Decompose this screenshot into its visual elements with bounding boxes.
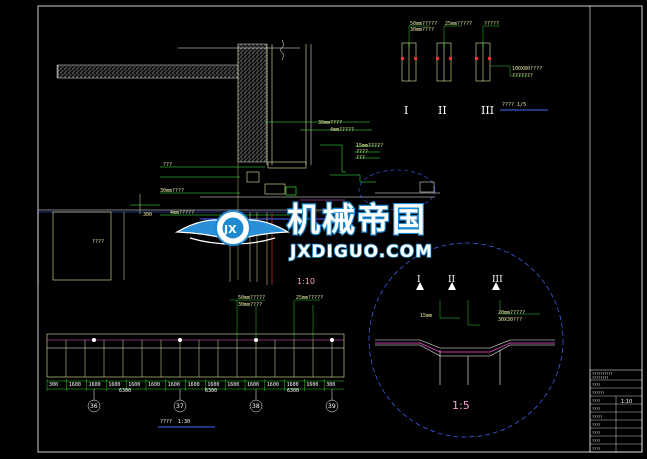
tb-row-8: ???? [592, 431, 600, 435]
dim-total-3: 6300 [287, 388, 299, 394]
annot-8: 4mm????? [170, 210, 194, 216]
annot-3: 15mm????? [356, 143, 383, 149]
logo-text: JX [223, 223, 237, 236]
detail-annot-1: 50mm????? [410, 21, 437, 27]
axis-label-38: 38 [252, 403, 260, 410]
annot-5: ??? [356, 155, 365, 161]
watermark-english: JXDIGUO.COM [289, 242, 433, 262]
detail-annot-6: ??????? [512, 73, 533, 79]
section-scale-label: 1:10 [297, 277, 315, 286]
tb-row-4: ???? [592, 399, 600, 403]
tb-row-5: ???? [592, 407, 600, 411]
detail-annot-3: 25mm????? [445, 21, 472, 27]
dimension-value: 1600 [247, 382, 259, 388]
dimension-value: 1600 [287, 382, 299, 388]
annot-1: 30mm???? [318, 120, 342, 126]
dimension-value: 300 [49, 382, 58, 388]
circle-annot-2: 20mm????? [498, 310, 525, 316]
dimension-value: 1600 [128, 382, 140, 388]
axis-label-39: 39 [328, 403, 336, 410]
roman-label-1: I [404, 104, 408, 117]
dimension-value: 1600 [207, 382, 219, 388]
detail-scale-label: ???? 1/5 [502, 102, 526, 108]
detail-annot-5: 100X80???? [512, 66, 542, 72]
circle-detail: I II III 15mm 20mm????? 30X30??? 1:5 [358, 169, 564, 438]
tb-row-1: ???????? [592, 376, 608, 380]
small-roman-1: I [417, 275, 421, 285]
small-roman-3: III [492, 275, 503, 285]
tb-row-10: ???? [592, 447, 600, 451]
roman-label-2: II [438, 104, 447, 117]
dimension-value: 1600 [89, 382, 101, 388]
axis-label-36: 36 [90, 403, 98, 410]
annot-2: 4mm????? [330, 127, 354, 133]
tb-row-7: ???? [592, 423, 600, 427]
circle-annot-3: 30X30??? [498, 317, 522, 323]
elev-annot-2: 30mm???? [238, 302, 262, 308]
elevation-scale-label: 1:30 [178, 419, 190, 425]
dimension-value: 1600 [188, 382, 200, 388]
small-roman-2: II [448, 275, 456, 285]
elevation-view: 50mm????? 30mm???? 25mm????? 300 1600 1600… [46, 295, 345, 428]
dim-total-1: 6300 [119, 388, 131, 394]
annot-9: ???? [92, 239, 104, 245]
detail-annot-2: 30mm???? [410, 27, 434, 33]
dimension-value: 300 [326, 382, 335, 388]
annot-10: 300 [143, 212, 152, 218]
detail-sections: 50mm????? 30mm???? 25mm????? ????? 100X8… [401, 21, 548, 117]
tb-scale: 1:10 [621, 399, 632, 405]
title-block: ?????????? ???????? ???? ?????? ???? 1:1… [589, 369, 643, 453]
dimension-value: 1600 [148, 382, 160, 388]
watermark: JX 机械帝国 JXDIGUO.COM [174, 199, 433, 263]
main-section-view: 30mm???? 4mm????? 15mm????? ???? ??? ???… [37, 39, 435, 286]
axis-label-37: 37 [176, 403, 184, 410]
dimension-value: 1600 [168, 382, 180, 388]
annot-7: 30mm???? [160, 188, 184, 194]
dimension-value: 1600 [227, 382, 239, 388]
tb-row-2: ???? [592, 383, 600, 387]
tb-row-0: ?????????? [592, 372, 612, 376]
detail-annot-4: ????? [484, 21, 499, 27]
tb-row-6: ????? [592, 415, 602, 419]
dimension-value: 1600 [306, 382, 318, 388]
tb-row-9: ???? [592, 439, 600, 443]
watermark-chinese: 机械帝国 [287, 200, 427, 239]
roman-label-3: III [481, 104, 494, 117]
dimension-value: 1600 [69, 382, 81, 388]
elev-annot-3: 25mm????? [296, 295, 323, 301]
elevation-title: ???? [160, 419, 172, 425]
dim-total-2: 6300 [205, 388, 217, 394]
tb-row-3: ?????? [592, 391, 604, 395]
dimension-value: 1600 [108, 382, 120, 388]
dimension-value: 1600 [267, 382, 279, 388]
circle-annot-1: 15mm [420, 313, 432, 319]
circle-scale-label: 1:5 [452, 399, 470, 412]
annot-4: ???? [356, 149, 368, 155]
elev-annot-1: 50mm????? [238, 295, 265, 301]
annot-6: ??? [163, 162, 172, 168]
